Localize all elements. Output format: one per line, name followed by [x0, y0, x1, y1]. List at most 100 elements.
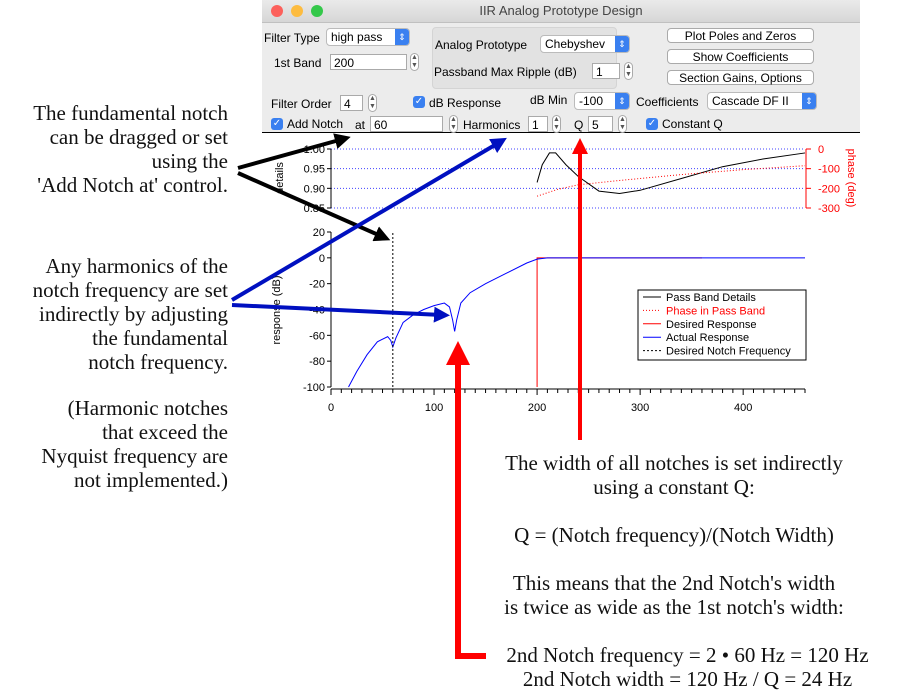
note-width: The width of all notches is set indirect… — [470, 451, 878, 619]
note-line: using a constant Q: — [593, 475, 755, 499]
note-line: (Harmonic notches — [67, 396, 228, 420]
ripple-input[interactable]: 1 — [592, 63, 620, 79]
harmonics-input[interactable]: 1 — [528, 116, 548, 132]
x-tick-label: 0 — [328, 402, 334, 414]
note-line: notch frequency. — [88, 350, 228, 374]
zoom-icon[interactable] — [311, 5, 323, 17]
db-min-select[interactable]: -100 ⇕ — [574, 92, 630, 110]
chevron-updown-icon: ⇕ — [395, 29, 409, 45]
db-response-label: dB Response — [429, 96, 502, 110]
y-tick-label: -100 — [303, 382, 325, 394]
note-line: can be dragged or set — [49, 125, 228, 149]
notch-frequency-stepper[interactable]: ▲▼ — [449, 115, 458, 133]
filter-type-select[interactable]: high pass⇕ — [326, 28, 410, 46]
note-line: Q = (Notch frequency)/(Notch Width) — [514, 523, 834, 547]
first-band-label: 1st Band — [274, 56, 322, 70]
note-line: The fundamental notch — [33, 101, 228, 125]
x-tick-label: 200 — [528, 402, 546, 414]
note-line: using the — [151, 149, 228, 173]
arrow-icon — [237, 133, 351, 170]
legend-label: Desired Response — [666, 319, 757, 331]
arrow-icon — [230, 137, 507, 302]
window-title: IIR Analog Prototype Design — [479, 3, 643, 18]
arrow-icon — [231, 303, 450, 323]
y-tick-label: 0.95 — [304, 164, 325, 176]
add-notch-label: Add Notch — [287, 117, 344, 131]
note-line: is twice as wide as the 1st notch's widt… — [504, 595, 844, 619]
first-band-input[interactable]: 200 — [330, 54, 407, 70]
legend-label: Phase in Pass Band — [666, 305, 765, 317]
section-gains-button[interactable]: Section Gains, Options — [667, 70, 814, 85]
legend-label: Desired Notch Frequency — [666, 346, 791, 358]
note-line: 'Add Notch at' control. — [37, 173, 228, 197]
coefficients-value: Cascade DF II — [712, 94, 789, 108]
coefficients-select[interactable]: Cascade DF II ⇕ — [707, 92, 817, 110]
y2-tick-label: 0 — [818, 144, 824, 156]
ripple-label: Passband Max Ripple (dB) — [434, 65, 577, 79]
y-tick-label: -20 — [309, 279, 325, 291]
legend-label: Pass Band Details — [666, 292, 756, 304]
filter-design-window: IIR Analog Prototype Design Filter Type … — [262, 0, 860, 133]
ripple-stepper[interactable]: ▲▼ — [624, 62, 633, 80]
note-line — [470, 547, 878, 571]
y-tick-label: 0.90 — [304, 183, 325, 195]
y-tick-label: -80 — [309, 356, 325, 368]
harmonics-stepper[interactable]: ▲▼ — [552, 115, 561, 133]
db-min-value: -100 — [579, 94, 604, 108]
x-tick-label: 400 — [734, 402, 752, 414]
legend-label: Actual Response — [666, 332, 749, 344]
chevron-updown-icon: ⇕ — [615, 36, 629, 52]
y-tick-label: -60 — [309, 330, 325, 342]
first-band-stepper[interactable]: ▲▼ — [410, 53, 419, 71]
chevron-updown-icon: ⇕ — [802, 93, 816, 109]
filter-order-stepper[interactable]: ▲▼ — [368, 94, 377, 112]
q-stepper[interactable]: ▲▼ — [618, 115, 627, 133]
filter-order-input[interactable]: 4 — [340, 95, 363, 111]
add-notch-checkbox[interactable]: ✓ — [271, 118, 283, 130]
chevron-updown-icon: ⇕ — [615, 93, 629, 109]
q-label: Q — [574, 118, 584, 132]
note-second-notch: 2nd Notch frequency = 2 • 60 Hz = 120 Hz… — [480, 643, 895, 691]
y-tick-label: 20 — [313, 227, 325, 239]
plot-poles-zeros-button[interactable]: Plot Poles and Zeros — [667, 28, 814, 43]
note-line: 2nd Notch width = 120 Hz / Q = 24 Hz — [522, 667, 853, 691]
at-label: at — [355, 118, 366, 132]
x-tick-label: 100 — [425, 402, 443, 414]
notch-frequency-input[interactable]: 60 — [370, 116, 443, 132]
analog-prototype-select[interactable]: Chebyshev⇕ — [540, 35, 630, 53]
analog-prototype-label: Analog Prototype — [435, 38, 528, 52]
harmonics-label: Harmonics — [463, 118, 521, 132]
note-line: not implemented.) — [74, 468, 228, 492]
note-line: the fundamental — [92, 326, 228, 350]
note-line: Any harmonics of the — [45, 254, 228, 278]
show-coefficients-button[interactable]: Show Coefficients — [667, 49, 814, 64]
note-line: that exceed the — [102, 420, 228, 444]
y2-tick-label: -300 — [818, 203, 840, 215]
title-bar: IIR Analog Prototype Design — [262, 0, 860, 23]
q-input[interactable]: 5 — [588, 116, 613, 132]
db-response-checkbox[interactable]: ✓ — [413, 96, 425, 108]
note-line: The width of all notches is set indirect… — [505, 451, 843, 475]
y2-tick-label: -100 — [818, 164, 840, 176]
close-icon[interactable] — [271, 5, 283, 17]
series-pass-band-details — [536, 152, 806, 194]
series-actual-response — [348, 257, 805, 388]
note-line: This means that the 2nd Notch's width — [512, 571, 836, 595]
coefficients-label: Coefficients — [636, 95, 699, 109]
constant-q-label: Constant Q — [662, 117, 723, 131]
minimize-icon[interactable] — [291, 5, 303, 17]
y2-tick-label: -200 — [818, 183, 840, 195]
arrow-icon — [446, 341, 486, 659]
top-y-label: details — [274, 162, 286, 194]
series-phase-in-pass-band — [536, 165, 806, 197]
x-tick-label: 300 — [631, 402, 649, 414]
db-min-label: dB Min — [530, 93, 568, 107]
constant-q-checkbox[interactable]: ✓ — [646, 118, 658, 130]
y2-label: phase (deg) — [845, 149, 857, 208]
bottom-y-label: response (dB) — [271, 275, 283, 344]
note-line: notch frequency are set — [32, 278, 228, 302]
